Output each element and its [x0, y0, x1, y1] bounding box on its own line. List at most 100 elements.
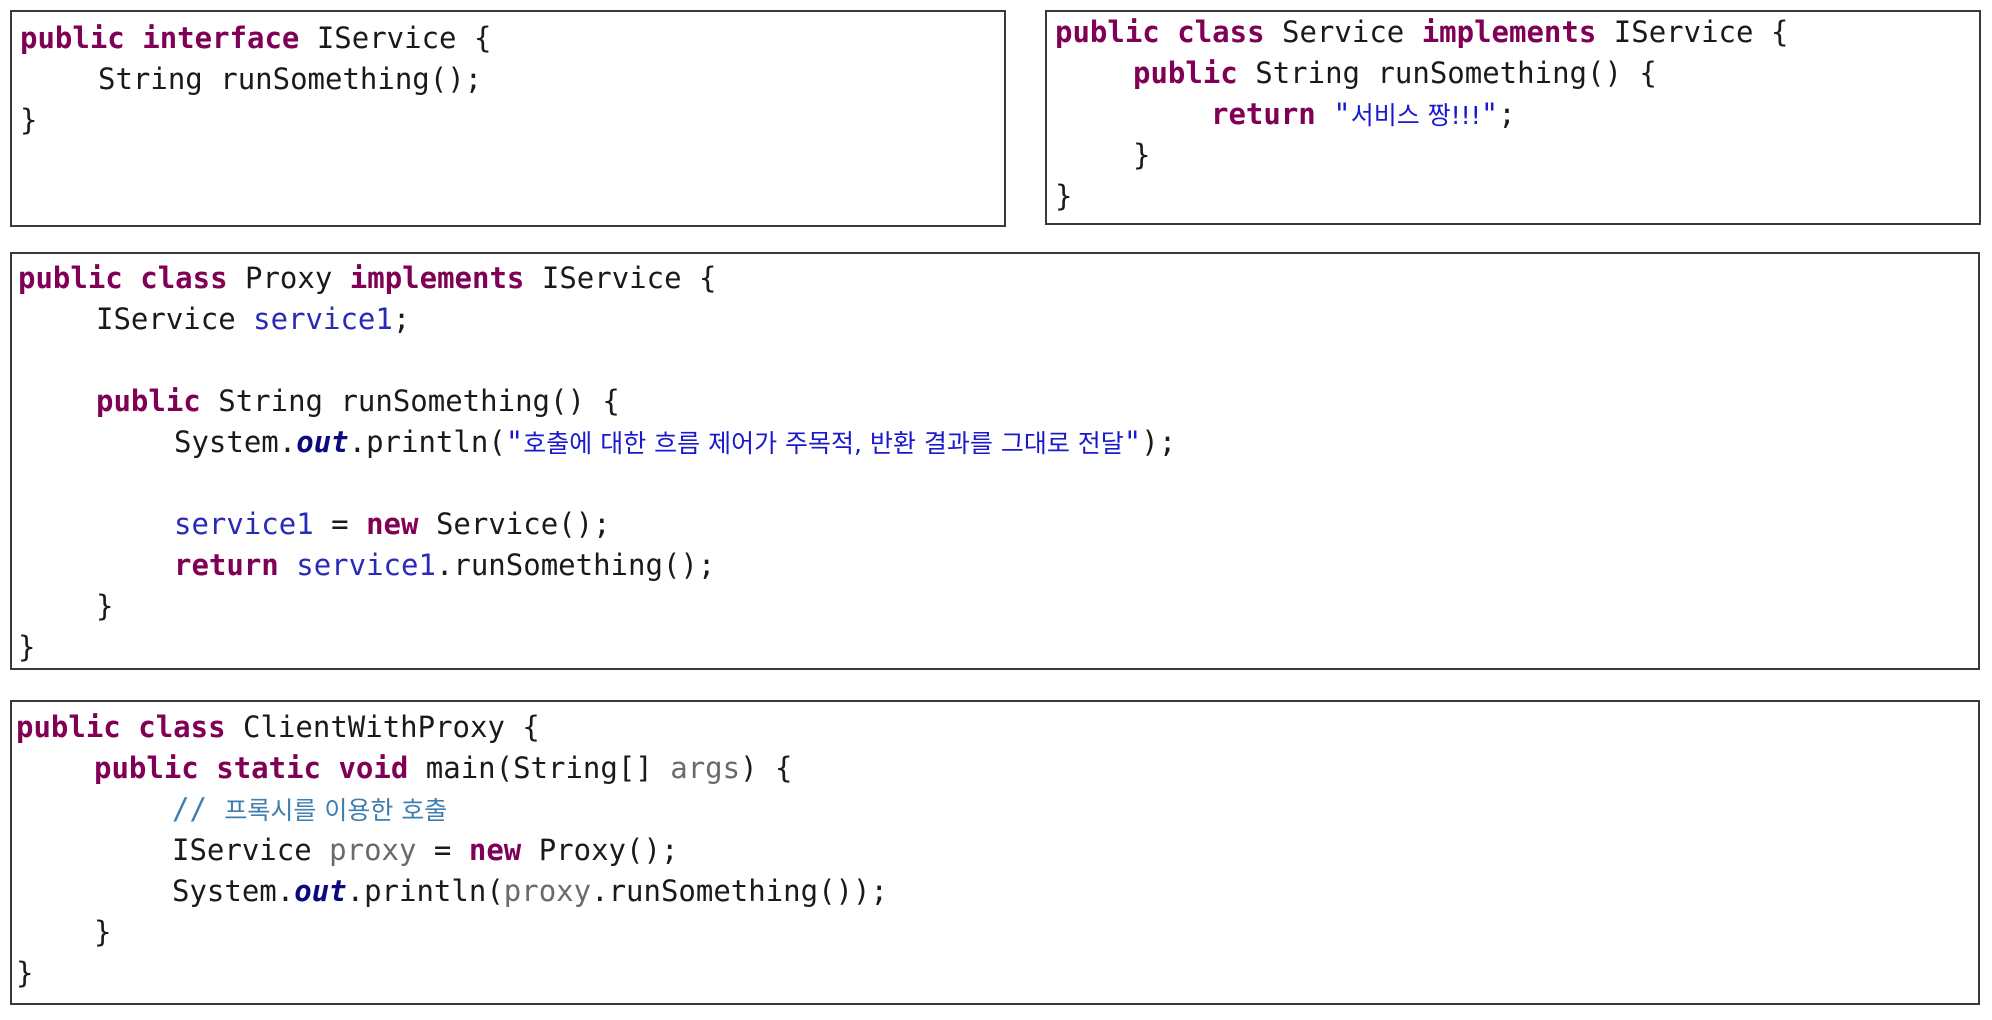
- code-line-field-declaration: IService service1;: [96, 299, 410, 340]
- brace-open: {: [699, 261, 717, 295]
- method-name-runsomething: runSomething: [453, 548, 663, 582]
- brace-close: }: [96, 589, 114, 623]
- method-name-println: println: [366, 425, 489, 459]
- brace-close: }: [20, 103, 38, 137]
- comment-text: 프록시를 이용한 호출: [224, 796, 448, 825]
- method-name-runsomething: runSomething: [340, 384, 550, 418]
- code-line-class-close: }: [18, 627, 35, 668]
- brace-close: }: [94, 915, 112, 949]
- keyword-public: public: [96, 384, 201, 418]
- type-string-array: String[]: [513, 751, 671, 785]
- code-line-return-string: return "서비스 짱!!!";: [1211, 94, 1516, 136]
- keyword-return: return: [174, 548, 279, 582]
- keyword-public: public: [1133, 56, 1238, 90]
- type-name-iservice: IService: [96, 302, 236, 336]
- keyword-static: static: [216, 751, 321, 785]
- field-service1: service1: [174, 507, 314, 541]
- code-box-proxy-class: public class Proxy implements IService {…: [10, 252, 1980, 670]
- code-line-proxy-instantiation: IService proxy = new Proxy();: [172, 830, 678, 871]
- code-line-class-close: }: [1055, 176, 1072, 217]
- field-service1: service1: [253, 302, 393, 336]
- code-line-method-close: }: [96, 586, 113, 627]
- type-name-service: Service: [1282, 15, 1405, 49]
- type-name-client: ClientWithProxy: [243, 710, 505, 744]
- method-name-runsomething: runSomething: [1377, 56, 1587, 90]
- assignment-operator: =: [313, 507, 367, 541]
- brace-close: }: [1133, 138, 1151, 172]
- method-name-runsomething: runSomething: [608, 874, 819, 908]
- code-line-method-close: }: [94, 912, 111, 953]
- keyword-public: public: [18, 261, 123, 295]
- brace-open: {: [522, 710, 540, 744]
- code-line-interface-declaration: public interface IService {: [20, 18, 491, 59]
- method-name-runsomething: runSomething: [220, 62, 430, 96]
- type-name-system: System: [172, 874, 277, 908]
- keyword-class: class: [1177, 15, 1265, 49]
- method-open: () {: [1586, 56, 1657, 90]
- param-args: args: [670, 751, 741, 785]
- keyword-public: public: [20, 21, 125, 55]
- type-name-string: String: [218, 384, 323, 418]
- semicolon: ;: [392, 302, 411, 336]
- code-line-method-declaration: public String runSomething() {: [1133, 53, 1657, 94]
- static-field-out: out: [296, 425, 349, 459]
- static-field-out: out: [294, 874, 347, 908]
- keyword-new: new: [468, 833, 522, 867]
- call-suffix: ();: [662, 548, 716, 582]
- brace-close: }: [16, 956, 34, 990]
- call-suffix: ();: [558, 507, 611, 541]
- brace-open: {: [775, 751, 793, 785]
- string-literal: "서비스 짱!!!": [1333, 97, 1499, 131]
- call-suffix: ();: [429, 62, 483, 96]
- code-line-assign-service: service1 = new Service();: [174, 504, 611, 545]
- keyword-void: void: [338, 751, 409, 785]
- keyword-public: public: [16, 710, 121, 744]
- call-suffix: ();: [626, 833, 679, 867]
- method-name-main: main: [425, 751, 496, 785]
- semicolon: ;: [870, 874, 888, 908]
- code-line-service-declaration: public class Service implements IService…: [1055, 12, 1788, 53]
- type-name-iservice: IService: [172, 833, 312, 867]
- keyword-public: public: [1055, 15, 1160, 49]
- type-name-string: String: [1255, 56, 1360, 90]
- code-box-iservice-interface: public interface IService { String runSo…: [10, 10, 1006, 227]
- code-line-method-close: }: [1133, 135, 1150, 176]
- type-name-service: Service: [435, 507, 559, 541]
- type-name-proxy: Proxy: [538, 833, 627, 867]
- code-line-return-delegate: return service1.runSomething();: [174, 548, 716, 582]
- code-line-method-signature: String runSomething();: [98, 59, 482, 100]
- local-var-proxy: proxy: [503, 874, 592, 908]
- code-line-main-declaration: public static void main(String[] args) {: [94, 751, 793, 785]
- string-service-return: 서비스 짱!!!: [1350, 101, 1481, 130]
- type-name-system: System: [174, 425, 279, 459]
- keyword-return: return: [1211, 97, 1316, 131]
- code-box-client-class: public class ClientWithProxy { public st…: [10, 700, 1980, 1005]
- semicolon: ;: [1498, 97, 1516, 131]
- code-line-class-close: }: [16, 953, 33, 994]
- string-literal: "호출에 대한 흐름 제어가 주목적, 반환 결과를 그대로 전달": [505, 425, 1142, 459]
- method-name-println: println: [364, 874, 487, 908]
- code-line-comment: // 프록시를 이용한 호출: [172, 789, 447, 831]
- code-line-proxy-declaration: public class Proxy implements IService {: [18, 258, 717, 299]
- type-name-proxy: Proxy: [245, 261, 333, 295]
- code-line-println-message: System.out.println("호출에 대한 흐름 제어가 주목적, 반…: [174, 425, 1177, 459]
- type-name-iservice: IService: [1613, 15, 1754, 49]
- keyword-public: public: [94, 751, 199, 785]
- assignment-operator: =: [416, 833, 469, 867]
- keyword-class: class: [138, 710, 226, 744]
- brace-open: {: [474, 21, 492, 55]
- keyword-implements: implements: [349, 261, 525, 295]
- keyword-class: class: [140, 261, 228, 295]
- type-name-iservice: IService: [541, 261, 682, 295]
- type-name-iservice: IService: [316, 21, 457, 55]
- code-line-client-declaration: public class ClientWithProxy {: [16, 707, 540, 748]
- semicolon: ;: [1158, 425, 1177, 459]
- keyword-interface: interface: [142, 21, 300, 55]
- string-proxy-message: 호출에 대한 흐름 제어가 주목적, 반환 결과를 그대로 전달: [523, 429, 1124, 458]
- comment: // 프록시를 이용한 호출: [172, 792, 448, 826]
- brace-open: {: [1770, 15, 1789, 49]
- code-box-service-class: public class Service implements IService…: [1045, 10, 1981, 225]
- code-line-interface-close: }: [20, 100, 37, 141]
- type-name-string: String: [98, 62, 203, 96]
- code-line-method-declaration: public String runSomething() {: [96, 381, 620, 422]
